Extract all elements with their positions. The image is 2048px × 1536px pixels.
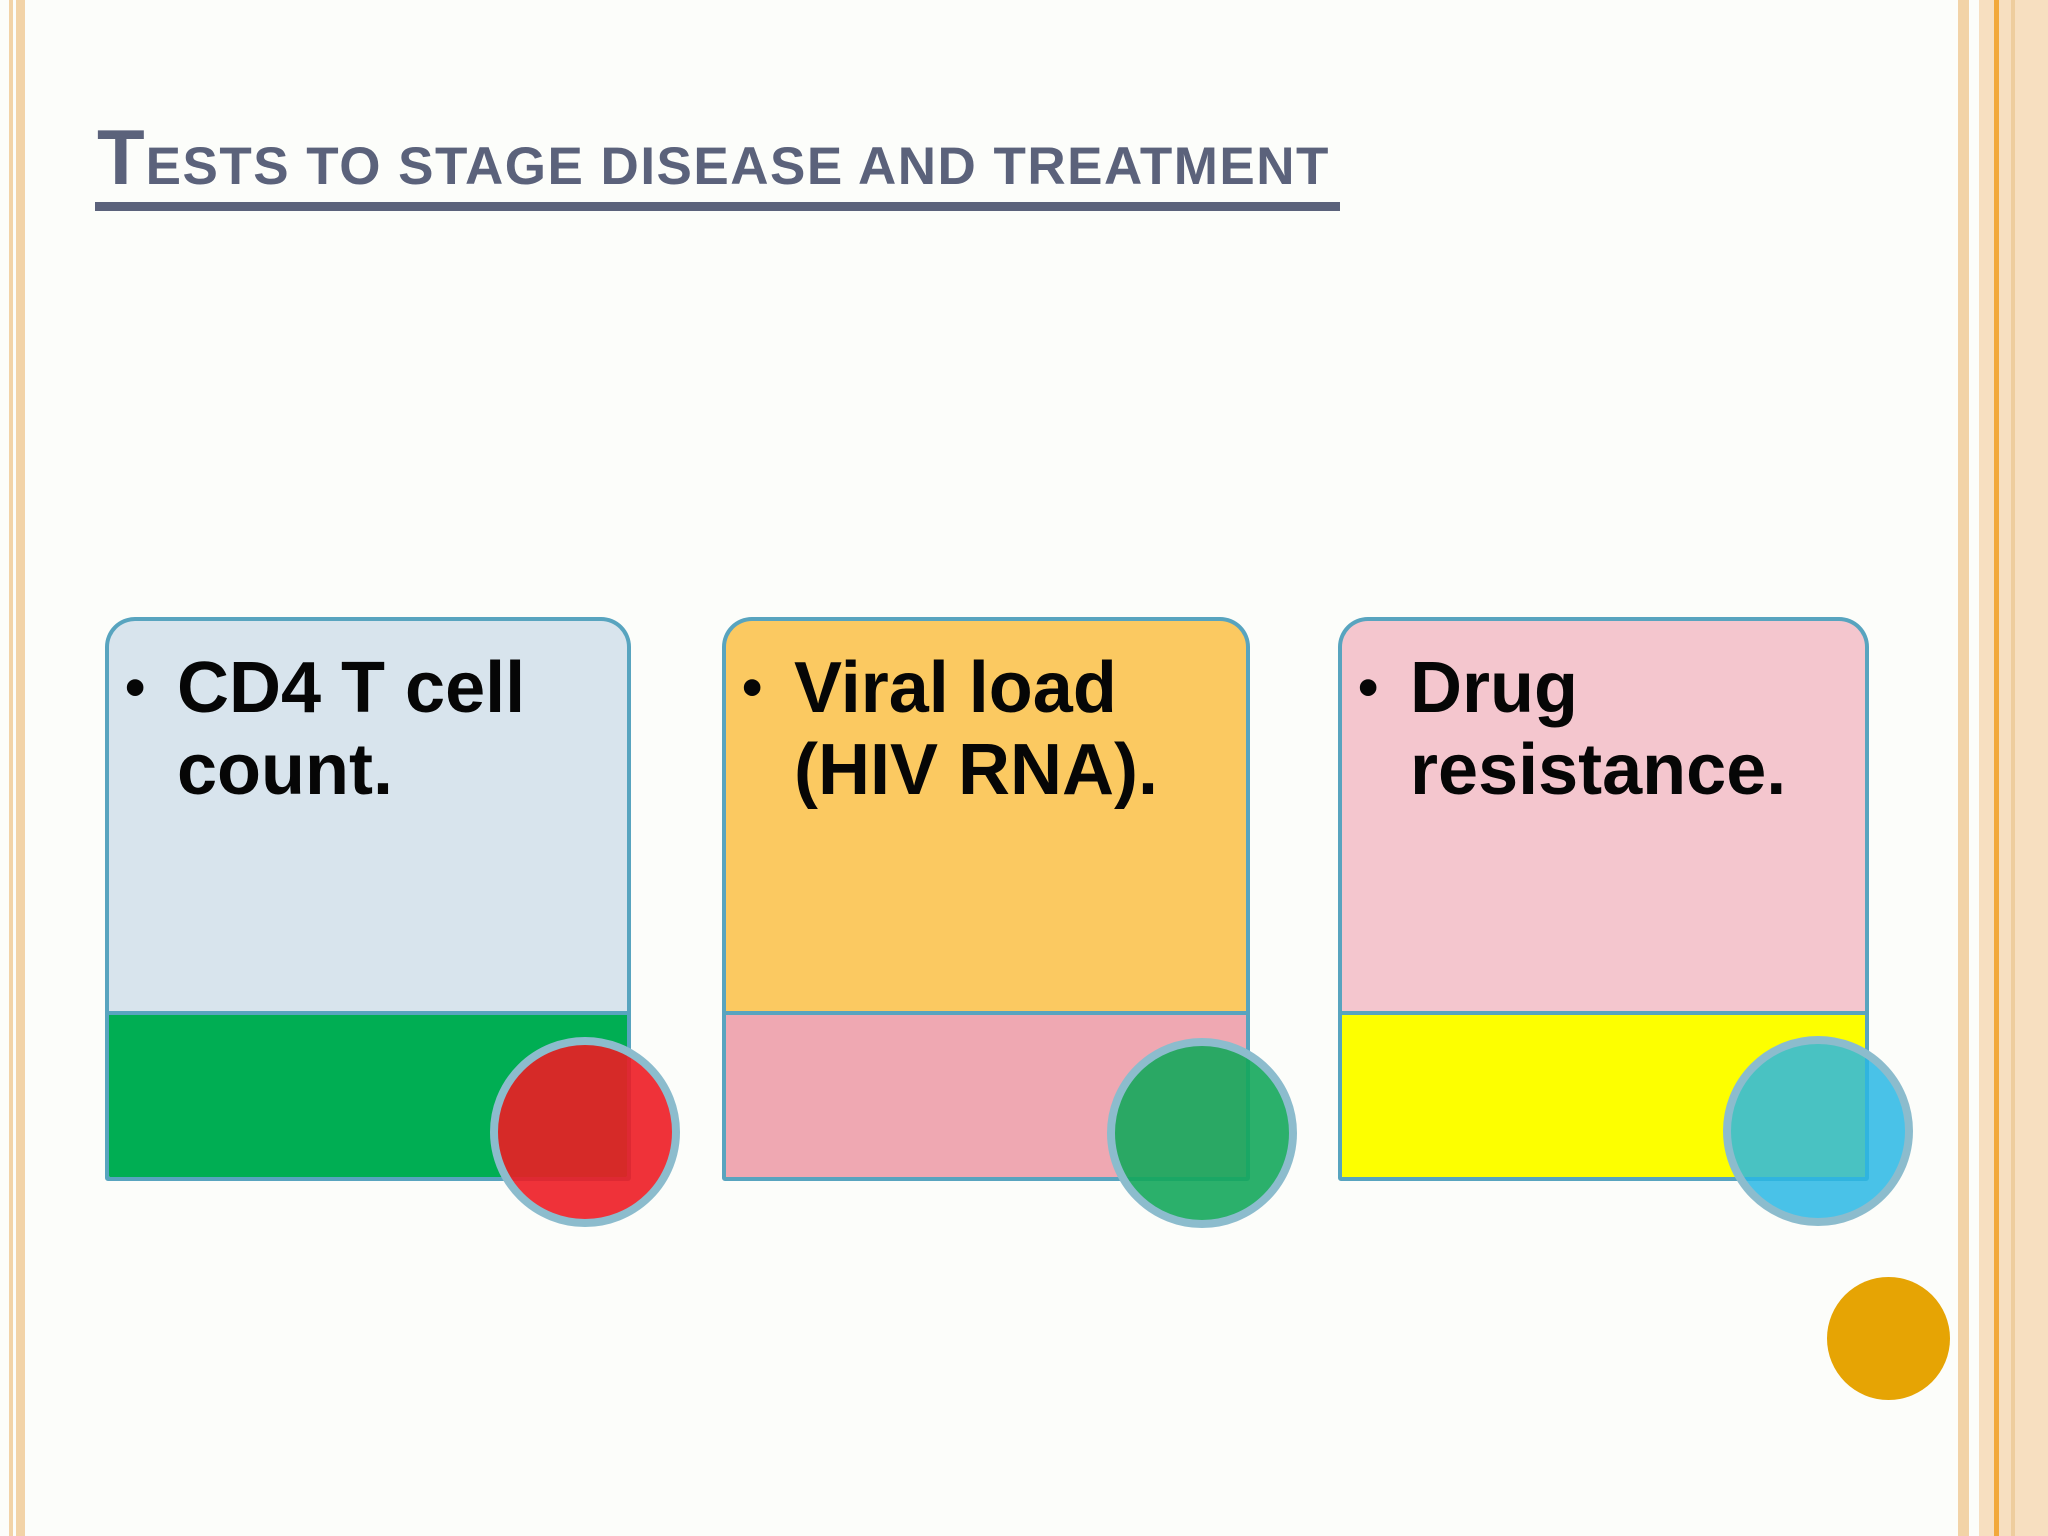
slide-title: Tests to stage disease and treatment <box>95 118 1340 211</box>
card-body: • Drug resistance. <box>1342 621 1865 1011</box>
orange-accent-dot <box>1827 1277 1950 1400</box>
card-body: • Viral load (HIV RNA). <box>726 621 1246 1011</box>
right-border-subtle-line <box>2011 0 2015 1536</box>
right-border-accent-line <box>1994 0 1999 1536</box>
red-circle-badge <box>490 1037 680 1227</box>
bullet-icon: • <box>1358 655 1379 720</box>
bullet-icon: • <box>125 655 146 720</box>
green-circle-badge <box>1107 1038 1297 1228</box>
slide-title-initial: T <box>97 113 146 201</box>
card-label: CD4 T cell count. <box>177 648 526 810</box>
left-border-stripe-thin <box>9 0 13 1536</box>
bullet-icon: • <box>742 655 763 720</box>
card-label: Drug resistance. <box>1410 648 1787 810</box>
card-body: • CD4 T cell count. <box>109 621 627 1011</box>
right-border-stripe-thin <box>1958 0 1969 1536</box>
cyan-circle-badge <box>1723 1036 1913 1226</box>
left-border-stripe-wide <box>16 0 25 1536</box>
slide-title-rest: ests to stage disease and treatment <box>145 137 1330 196</box>
card-label: Viral load (HIV RNA). <box>794 648 1158 810</box>
